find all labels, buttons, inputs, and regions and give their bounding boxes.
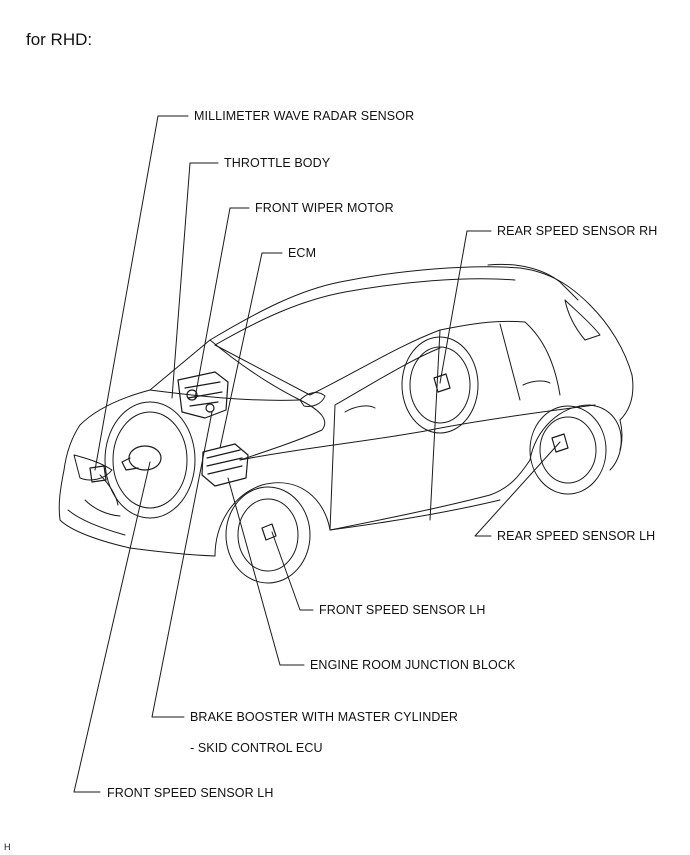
label-brake-booster-line2: - SKID CONTROL ECU bbox=[190, 741, 323, 755]
label-rear-speed-sensor-rh: REAR SPEED SENSOR RH bbox=[497, 224, 658, 238]
leader-rear-lh bbox=[474, 441, 561, 537]
leader-brake bbox=[151, 411, 213, 718]
label-ecm: ECM bbox=[288, 246, 317, 260]
leader-wiper bbox=[194, 207, 250, 399]
leader-throttle bbox=[171, 162, 219, 399]
leader-radar bbox=[94, 115, 189, 471]
wheels bbox=[104, 336, 607, 584]
label-millimeter-wave-radar-sensor: MILLIMETER WAVE RADAR SENSOR bbox=[194, 109, 415, 123]
label-front-speed-sensor-lh-upper: FRONT SPEED SENSOR LH bbox=[319, 603, 486, 617]
leader-lines bbox=[73, 115, 561, 793]
car-body-outline bbox=[58, 263, 634, 557]
leader-front-lh-upper bbox=[271, 531, 314, 611]
leader-front-lh-lower bbox=[73, 461, 151, 793]
label-rear-speed-sensor-lh: REAR SPEED SENSOR LH bbox=[497, 529, 656, 543]
leader-rear-rh bbox=[439, 230, 492, 384]
components bbox=[89, 371, 569, 541]
label-brake-booster-line1: BRAKE BOOSTER WITH MASTER CYLINDER bbox=[190, 710, 459, 724]
figure-id: H bbox=[4, 842, 11, 852]
label-front-wiper-motor: FRONT WIPER MOTOR bbox=[255, 201, 394, 215]
label-front-speed-sensor-lh-lower: FRONT SPEED SENSOR LH bbox=[107, 786, 274, 800]
label-engine-room-junction-block: ENGINE ROOM JUNCTION BLOCK bbox=[310, 658, 516, 672]
leader-junction bbox=[227, 477, 305, 666]
page-heading: for RHD: bbox=[26, 30, 93, 49]
leader-ecm bbox=[219, 252, 283, 449]
label-throttle-body: THROTTLE BODY bbox=[224, 156, 331, 170]
